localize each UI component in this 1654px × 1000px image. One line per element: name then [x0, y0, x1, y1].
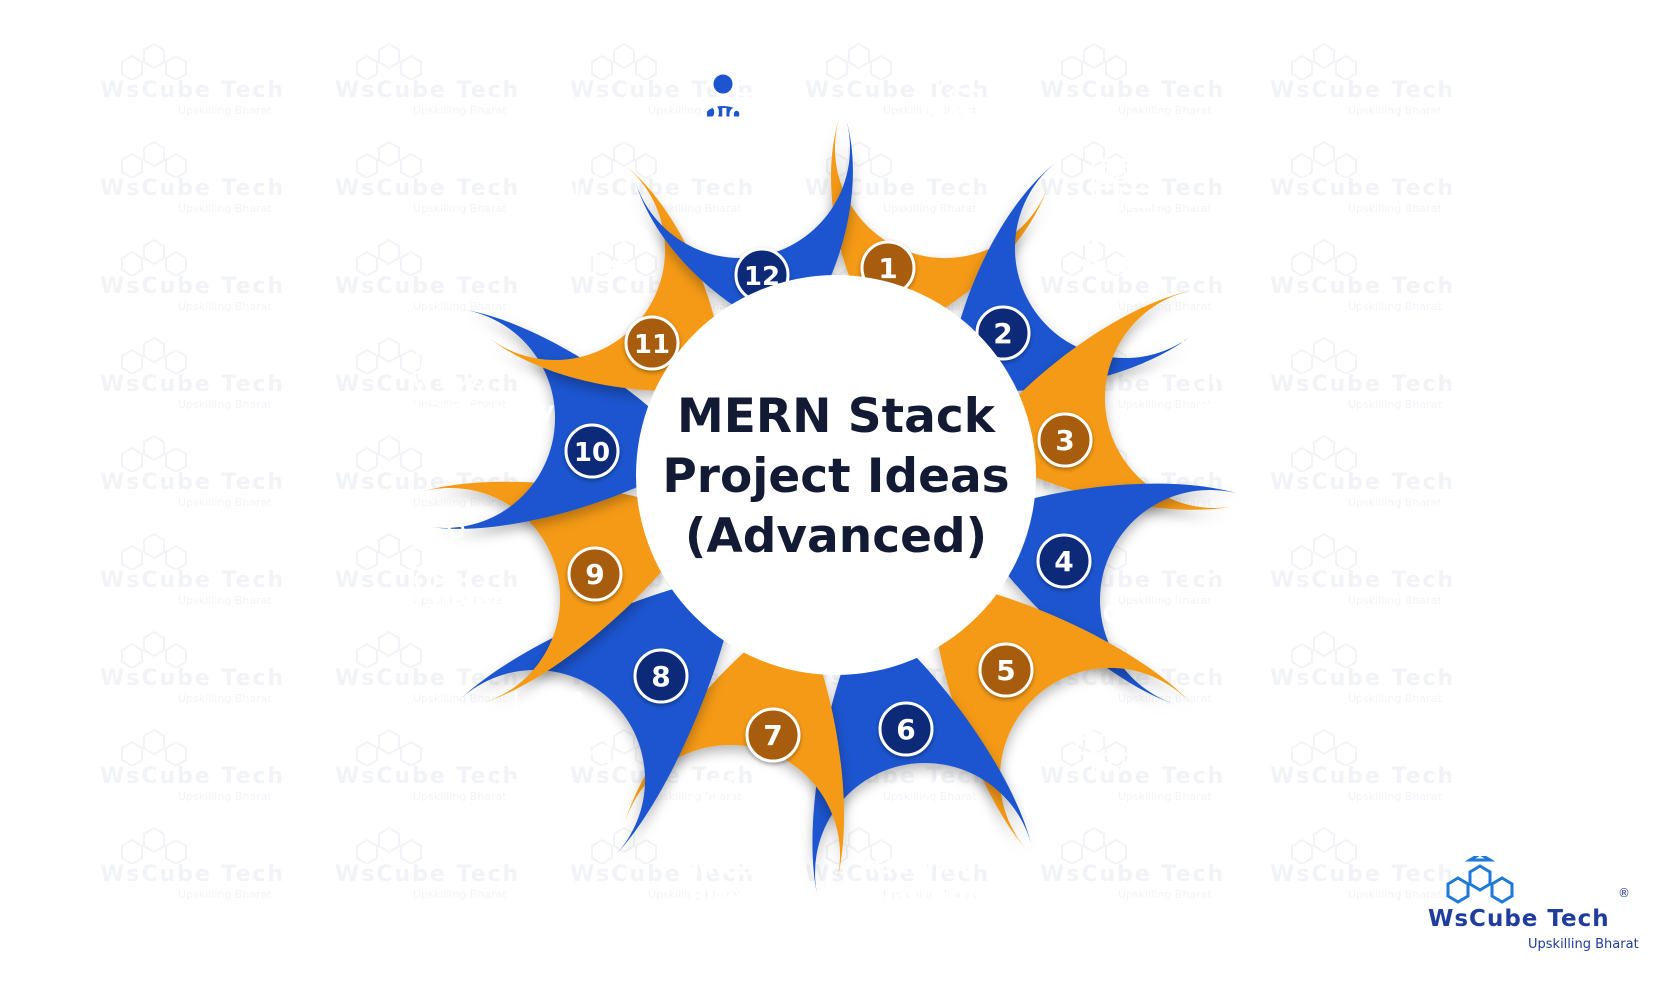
item-title-line: Tracker	[400, 426, 500, 454]
number-label-10: 10	[574, 438, 610, 468]
petal-6	[812, 621, 1033, 898]
lightbulb-question-icon: ?	[1169, 332, 1261, 414]
item-title-line: Dashboard	[467, 741, 613, 769]
number-label-2: 2	[993, 317, 1012, 350]
number-badge-4	[1036, 533, 1092, 589]
graduation-cap-icon	[1172, 542, 1248, 608]
number-badge-3	[1037, 412, 1093, 468]
center-circle	[636, 275, 1036, 675]
item-title-line: App	[424, 618, 477, 646]
item-title-line: Player	[687, 882, 772, 910]
item-title-line: Digital	[700, 99, 789, 127]
item-title-line: Scheduler	[492, 251, 628, 279]
item-title-line: Analytics	[478, 799, 602, 827]
svg-text:NEWS: NEWS	[1105, 168, 1145, 182]
center-title-line: (Advanced)	[685, 509, 987, 564]
center-title-line: MERN Stack	[677, 389, 997, 444]
brand-logo: WsCube Tech ® Upskilling Bharat	[1428, 856, 1648, 956]
bitcoin-icon	[412, 332, 488, 408]
item-title-line: Music	[691, 853, 769, 881]
number-badge-5	[978, 642, 1034, 698]
number-label-6: 6	[896, 713, 915, 746]
number-badge-10	[564, 423, 620, 479]
petal-12	[634, 117, 853, 332]
brand-hexagon-icon	[1446, 856, 1514, 904]
number-badge-8	[633, 648, 689, 704]
brand-registered-mark: ®	[1618, 886, 1630, 900]
petal-10	[429, 309, 688, 529]
number-badge-11	[624, 315, 680, 371]
svg-text:?: ?	[1207, 361, 1222, 391]
item-title-line: News Media	[1044, 224, 1207, 252]
number-badge-6	[878, 701, 934, 757]
brand-tagline: Upskilling Bharat	[1528, 937, 1639, 952]
number-label-7: 7	[763, 719, 782, 752]
item-title-line: Platform	[866, 881, 983, 909]
item-title-5: Weather App	[1022, 796, 1198, 824]
number-label-1: 1	[878, 252, 897, 285]
item-title-line: Text	[917, 94, 973, 122]
item-title-line: Translation	[870, 123, 1021, 151]
petal-4	[977, 483, 1245, 705]
item-title-line: Gaming	[873, 852, 976, 880]
number-label-3: 3	[1055, 424, 1074, 457]
translate-icon: AZ	[909, 52, 981, 120]
item-title-line: Food Delivery	[357, 589, 543, 617]
weather-cloud-icon	[1068, 698, 1149, 774]
item-title-line: Resume	[691, 128, 798, 156]
gamepad-icon	[883, 775, 967, 845]
center-title-line: Project Ideas	[662, 449, 1009, 504]
item-title-line: Cryptocurrency	[346, 397, 555, 425]
item-title-line: Online Learning	[1103, 601, 1318, 629]
delivery-scooter-icon	[408, 520, 488, 592]
number-badge-2	[975, 305, 1031, 361]
number-label-8: 8	[651, 660, 670, 693]
petal-9	[416, 481, 694, 703]
analytics-chart-icon	[514, 690, 590, 762]
item-title-line: with	[511, 770, 570, 798]
number-label-9: 9	[585, 558, 604, 591]
item-title-line: Weather App	[1022, 796, 1198, 824]
newspaper-icon: NEWS	[1091, 158, 1159, 226]
speaker-music-icon	[692, 780, 768, 848]
item-title-line: Tool	[918, 152, 972, 180]
brand-name: WsCube Tech	[1428, 906, 1610, 932]
svg-text:Z: Z	[958, 93, 973, 117]
item-title-line: Platform	[1066, 253, 1183, 281]
item-title-line: Builder	[696, 157, 793, 185]
calendar-clock-icon	[519, 156, 593, 230]
item-title-line: Platform	[1151, 630, 1268, 658]
number-label-4: 4	[1054, 545, 1073, 578]
svg-text:A: A	[917, 57, 933, 81]
item-title-line: Quiz App	[1152, 420, 1278, 449]
resume-icon	[701, 50, 779, 120]
number-badge-7	[745, 707, 801, 763]
item-title-3: Quiz App	[1152, 420, 1278, 449]
number-badge-9	[567, 546, 623, 602]
item-title-line: Appointment	[472, 222, 648, 250]
number-label-11: 11	[634, 330, 670, 360]
petal-7	[624, 619, 845, 885]
number-label-5: 5	[996, 654, 1015, 687]
